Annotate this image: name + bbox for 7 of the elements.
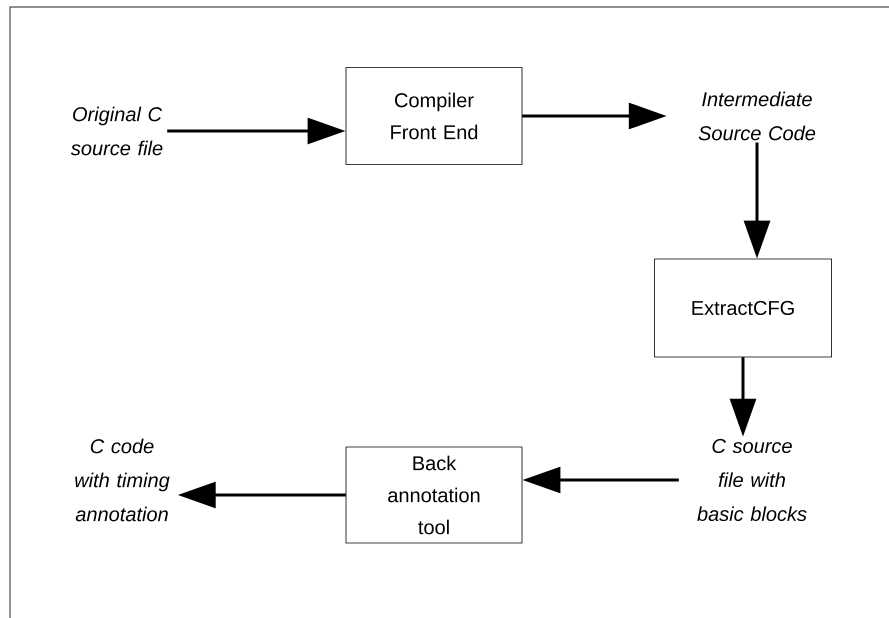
file-label: Intermediate Source Code — [698, 92, 816, 140]
process-box: ExtractCFG — [654, 258, 832, 358]
process-box: Back annotation tool — [346, 446, 522, 544]
file-label: C code with timing annotation — [75, 438, 170, 522]
process-box: Compiler Front End — [346, 67, 522, 165]
file-label: Original C source file — [70, 106, 162, 156]
file-label: C source file with basic blocks — [697, 438, 807, 522]
